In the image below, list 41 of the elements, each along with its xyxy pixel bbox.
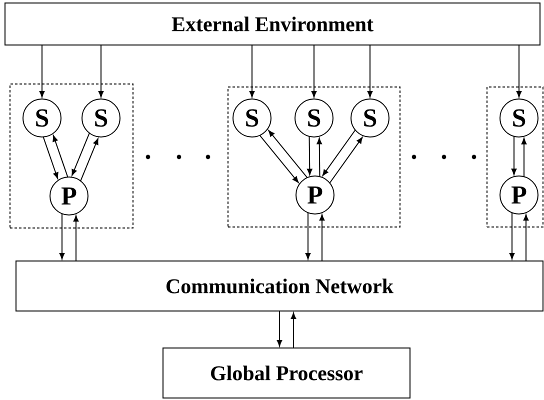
- arrow: [367, 44, 373, 98]
- arrow: [72, 132, 90, 176]
- arrow: [523, 214, 529, 262]
- arrow: [509, 212, 515, 260]
- circle-node: S: [350, 98, 390, 138]
- circle-node: S: [232, 98, 272, 138]
- arrow: [316, 138, 322, 178]
- process-box: Global Processor: [162, 348, 410, 398]
- arrow: [307, 136, 312, 176]
- arrow: [521, 138, 527, 178]
- arrow: [305, 212, 311, 260]
- arrow: [268, 130, 308, 178]
- circle-node: S: [82, 98, 120, 138]
- process-box: External Environment: [4, 2, 540, 46]
- arrow: [73, 215, 79, 262]
- arrow: [319, 214, 325, 262]
- arrow: [276, 310, 282, 346]
- arrow: [322, 130, 356, 176]
- circle-node: P: [50, 176, 88, 216]
- arrow: [42, 136, 58, 179]
- circle-node: P: [296, 176, 334, 214]
- arrow: [290, 312, 296, 348]
- dashed-group-box: [10, 84, 134, 228]
- arrow: [311, 44, 317, 98]
- circle-node: P: [500, 176, 538, 214]
- arrow: [259, 134, 299, 183]
- circle-node: S: [294, 98, 334, 138]
- dashed-group-box: [486, 86, 544, 228]
- circle-node: S: [500, 98, 538, 138]
- arrow: [249, 44, 255, 98]
- arrow: [52, 135, 68, 178]
- arrow: [39, 44, 45, 98]
- process-box: Communication Network: [16, 260, 544, 312]
- arrow: [80, 138, 98, 182]
- arrow: [98, 44, 104, 98]
- arrow: [59, 213, 65, 260]
- arrow: [329, 137, 363, 184]
- circle-node: S: [22, 98, 62, 138]
- arrow: [516, 44, 522, 98]
- dashed-group-box: [228, 86, 400, 228]
- arrow: [511, 136, 517, 176]
